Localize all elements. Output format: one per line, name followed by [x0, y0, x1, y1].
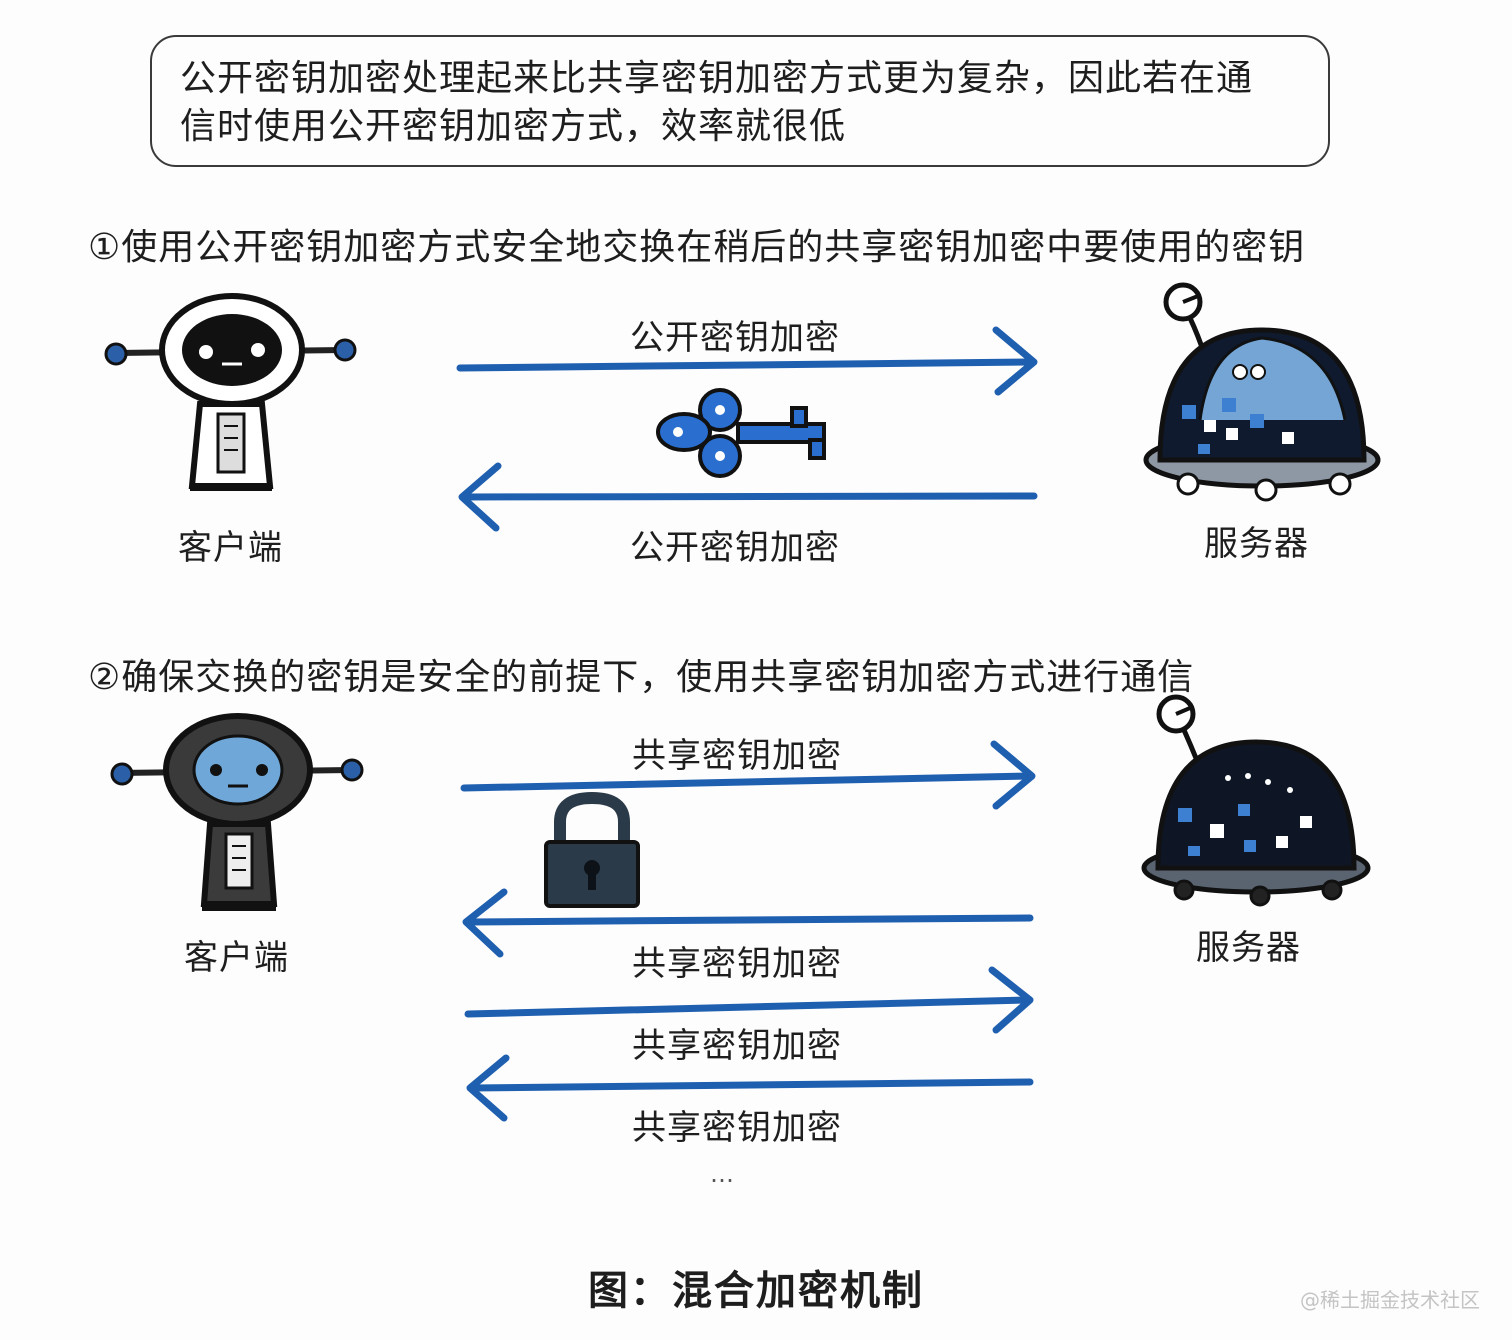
arrow-label-2-1: 共享密钥加密 [632, 736, 842, 776]
server-label-2: 服务器 [1196, 928, 1301, 968]
arrow-label-2-4: 共享密钥加密 [632, 1108, 842, 1148]
note-box: 公开密钥加密处理起来比共享密钥加密方式更为复杂，因此若在通 信时使用公开密钥加密… [150, 35, 1330, 167]
step2-title: ②确保交换的密钥是安全的前提下，使用共享密钥加密方式进行通信 [88, 657, 1195, 698]
arrow-label-bottom-1: 公开密钥加密 [630, 528, 840, 568]
watermark: @稀土掘金技术社区 [1300, 1288, 1480, 1312]
figure-caption: 图：混合加密机制 [588, 1268, 924, 1314]
note-line-1: 公开密钥加密处理起来比共享密钥加密方式更为复杂，因此若在通 [180, 58, 1254, 99]
server-robot-icon-2 [1141, 694, 1371, 907]
server-robot-icon-1 [1143, 282, 1381, 502]
arrow-label-top-1: 公开密钥加密 [630, 318, 840, 358]
step1-title: ①使用公开密钥加密方式安全地交换在稍后的共享密钥加密中要使用的密钥 [88, 227, 1306, 268]
ellipsis: … [710, 1160, 738, 1188]
lock-icon [544, 791, 640, 908]
arrow-label-2-3: 共享密钥加密 [632, 1026, 842, 1066]
arrow-label-2-2: 共享密钥加密 [632, 944, 842, 984]
arrow-left-2a [462, 888, 1034, 958]
client-robot-icon-2 [110, 713, 364, 911]
client-label-2: 客户端 [184, 938, 289, 978]
client-label-1: 客户端 [178, 528, 283, 568]
client-robot-icon-1 [104, 293, 357, 491]
arrow-right-2b [464, 966, 1034, 1034]
note-line-2: 信时使用公开密钥加密方式，效率就很低 [180, 106, 847, 147]
arrow-left-2b [466, 1054, 1034, 1122]
arrow-right-2a [460, 740, 1036, 810]
server-label-1: 服务器 [1204, 524, 1309, 564]
arrow-right-1 [456, 326, 1038, 396]
key-icon [656, 388, 826, 478]
arrow-left-1 [458, 462, 1038, 532]
